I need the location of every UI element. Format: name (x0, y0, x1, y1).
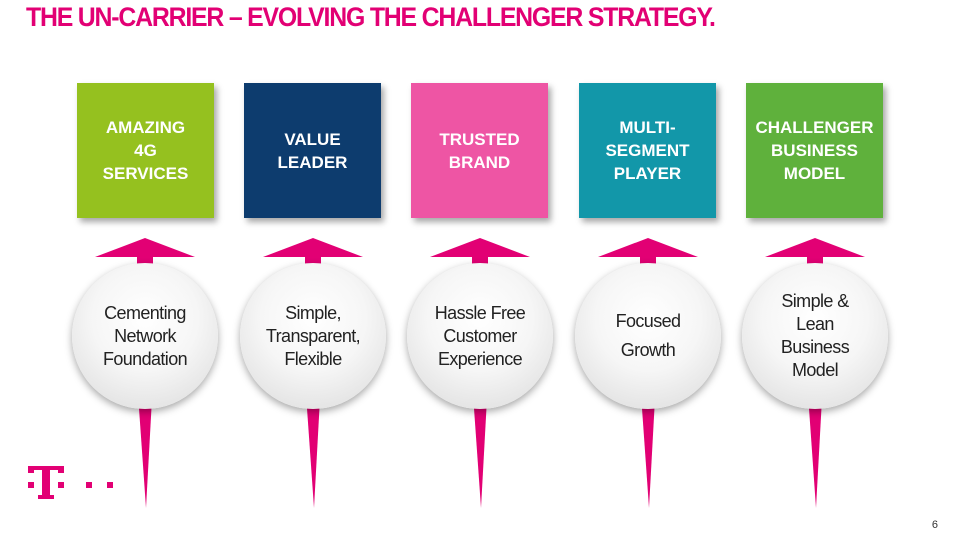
pillar-circle-hassle-free: Hassle Free Customer Experience (407, 263, 553, 409)
arrow-up-head-icon (430, 238, 530, 257)
telekom-t-logo-icon (28, 466, 113, 499)
arrow-up-head-icon (765, 238, 865, 257)
strategy-box-label: CHALLENGER BUSINESS MODEL (755, 118, 874, 183)
page-number: 6 (931, 519, 938, 531)
pillar-label: Hassle Free Customer Experience (434, 302, 526, 369)
strategy-box-label: TRUSTED BRAND (439, 129, 520, 172)
pillar-circle-simple-lean: Simple & Lean Business Model (742, 263, 888, 409)
arrow-tail-spike-icon (472, 380, 488, 508)
arrow-up-head-icon (263, 238, 363, 257)
strategy-box-value-leader: VALUE LEADER (244, 83, 381, 218)
strategy-box-label: AMAZING 4G SERVICES (102, 118, 189, 183)
arrow-up-head-icon (95, 238, 195, 257)
strategy-box-multi-segment-player: MULTI- SEGMENT PLAYER (579, 83, 716, 218)
arrow-tail-spike-icon (807, 380, 823, 508)
strategy-box-amazing-4g-services: AMAZING 4G SERVICES (77, 83, 214, 218)
slide-title: THE UN-CARRIER – EVOLVING THE CHALLENGER… (26, 2, 716, 32)
pillar-circle-focused-growth: Focused Growth (575, 263, 721, 409)
arrow-tail-spike-icon (640, 380, 656, 508)
strategy-box-label: VALUE LEADER (277, 129, 348, 172)
strategy-box-label: MULTI- SEGMENT PLAYER (605, 118, 690, 183)
pillar-circle-simple-transparent: Simple, Transparent, Flexible (240, 263, 386, 409)
pillar-label: Simple & Lean Business Model (780, 291, 850, 380)
pillar-circle-cementing-network: Cementing Network Foundation (72, 263, 218, 409)
arrow-tail-spike-icon (305, 380, 321, 508)
arrow-tail-spike-icon (137, 380, 153, 508)
pillar-label: Cementing Network Foundation (102, 302, 188, 369)
pillar-label: Simple, Transparent, Flexible (265, 302, 361, 369)
arrow-up-head-icon (598, 238, 698, 257)
pillar-label: Focused Growth (615, 311, 681, 360)
strategy-box-challenger-business-model: CHALLENGER BUSINESS MODEL (746, 83, 883, 218)
strategy-box-trusted-brand: TRUSTED BRAND (411, 83, 548, 218)
